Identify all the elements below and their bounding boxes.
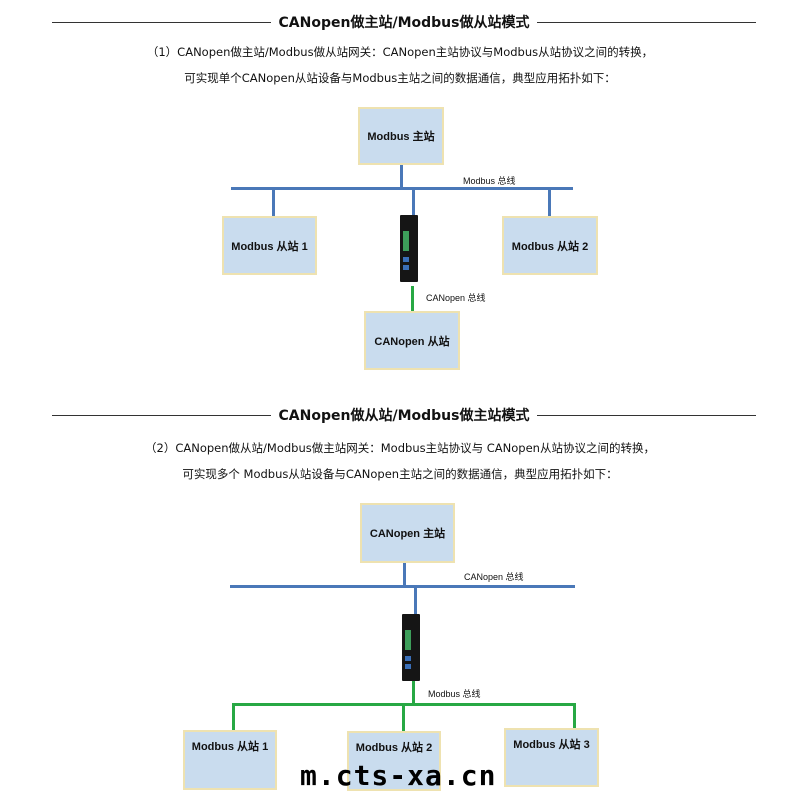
modbus-master-box: Modbus 主站 <box>358 107 444 165</box>
connector <box>272 189 275 216</box>
divider <box>537 21 756 23</box>
connector <box>548 189 551 216</box>
connector <box>232 705 235 731</box>
modbus-bus-label: Modbus 总线 <box>428 689 481 699</box>
canopen-master-box: CANopen 主站 <box>360 503 455 563</box>
divider <box>537 414 756 416</box>
modbus-bus-label: Modbus 总线 <box>463 176 516 186</box>
section2-desc-line1: （2）CANopen做从站/Modbus做主站网关：Modbus主站协议与 CA… <box>145 441 655 455</box>
section2-title: CANopen做从站/Modbus做主站模式 <box>278 408 530 424</box>
modbus-slave1-box: Modbus 从站 1 <box>222 216 317 275</box>
section1-header: CANopen做主站/Modbus做从站模式 <box>52 12 756 32</box>
section2-desc-line2: 可实现多个 Modbus从站设备与CANopen主站之间的数据通信，典型应用拓扑… <box>182 467 618 481</box>
gateway-device-icon <box>402 614 420 681</box>
section1-desc-line2: 可实现单个CANopen从站设备与Modbus主站之间的数据通信，典型应用拓扑如… <box>184 71 616 85</box>
connector <box>414 587 417 614</box>
canopen-bus-line <box>411 286 414 311</box>
section1-title: CANopen做主站/Modbus做从站模式 <box>278 15 530 31</box>
gateway-device-icon <box>400 215 418 282</box>
modbus-slave2-box: Modbus 从站 2 <box>502 216 598 275</box>
section1-desc-line1: （1）CANopen做主站/Modbus做从站网关：CANopen主站协议与Mo… <box>146 45 654 59</box>
connector <box>412 189 415 215</box>
section2-header: CANopen做从站/Modbus做主站模式 <box>52 405 756 425</box>
modbus-slave1-box: Modbus 从站 1 <box>183 730 277 790</box>
modbus-slave2-box: Modbus 从站 2 <box>347 731 441 791</box>
connector <box>412 681 415 705</box>
connector <box>403 563 406 586</box>
modbus-bus-line <box>231 187 573 190</box>
modbus-slave3-box: Modbus 从站 3 <box>504 728 599 787</box>
canopen-bus-label: CANopen 总线 <box>464 572 524 582</box>
canopen-bus-line <box>230 585 575 588</box>
connector <box>400 165 403 189</box>
modbus-bus-line <box>232 703 576 706</box>
connector <box>402 705 405 731</box>
canopen-bus-label: CANopen 总线 <box>426 293 486 303</box>
divider <box>52 21 271 23</box>
canopen-slave-box: CANopen 从站 <box>364 311 460 370</box>
divider <box>52 414 271 416</box>
connector <box>573 705 576 729</box>
watermark: m.cts-xa.cn <box>300 759 497 792</box>
